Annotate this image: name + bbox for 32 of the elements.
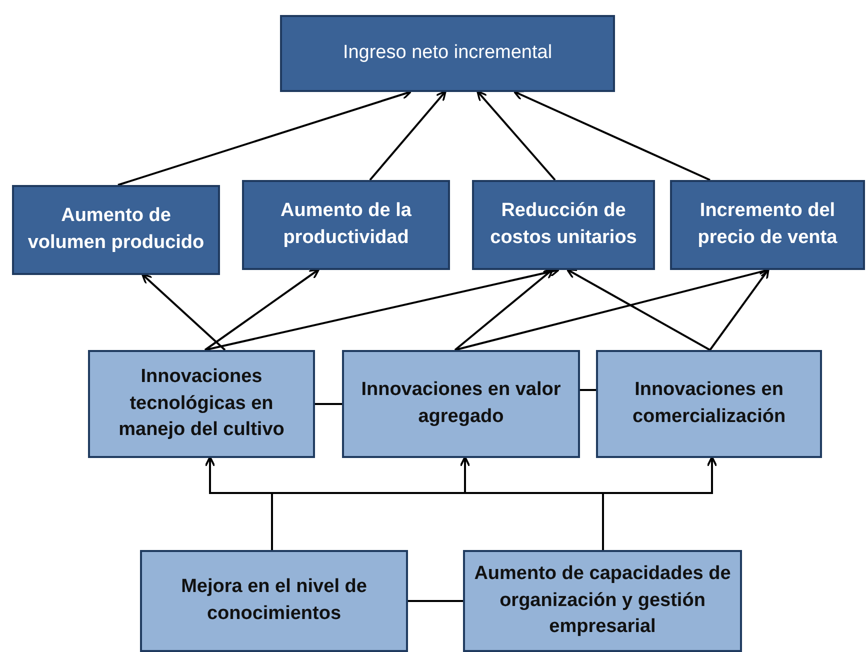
node-label: Incremento del precio de venta: [696, 199, 838, 250]
arrow: [369, 90, 446, 181]
result-box: [280, 15, 615, 92]
connector-line: [315, 403, 342, 405]
effect-box: [472, 180, 655, 270]
node-label: Innovaciones en comercialización: [631, 378, 787, 429]
effect-box: [12, 185, 220, 275]
connector-line: [408, 600, 463, 602]
innovation-box: [463, 550, 742, 652]
node-label: Reducción de costos unitarios: [489, 199, 638, 250]
innovation-box: [342, 350, 580, 458]
node-label: Innovaciones en valor agregado: [360, 378, 562, 429]
arrow: [602, 456, 718, 550]
effect-box: [242, 180, 450, 270]
innovation-box: [140, 550, 408, 652]
node-label: Aumento de volumen producido: [26, 204, 206, 255]
effect-box: [670, 180, 865, 270]
connector-line: [580, 389, 596, 391]
arrow: [454, 268, 554, 351]
arrow: [513, 90, 710, 181]
node-label: Aumento de capacidades de organización y gestión empresarial: [473, 562, 732, 640]
node-label: Ingreso neto incremental: [342, 41, 552, 66]
arrow: [476, 90, 556, 181]
arrow: [709, 268, 770, 351]
node-label: Aumento de la productividad: [280, 199, 412, 250]
arrow: [204, 268, 320, 351]
node-label: Innovaciones tecnológicas en manejo del cultivo: [118, 365, 286, 442]
node-label: Mejora en el nivel de conocimientos: [180, 575, 368, 626]
innovation-box: [596, 350, 822, 458]
innovation-box: [88, 350, 315, 458]
arrow: [141, 274, 226, 351]
arrow: [566, 268, 710, 351]
